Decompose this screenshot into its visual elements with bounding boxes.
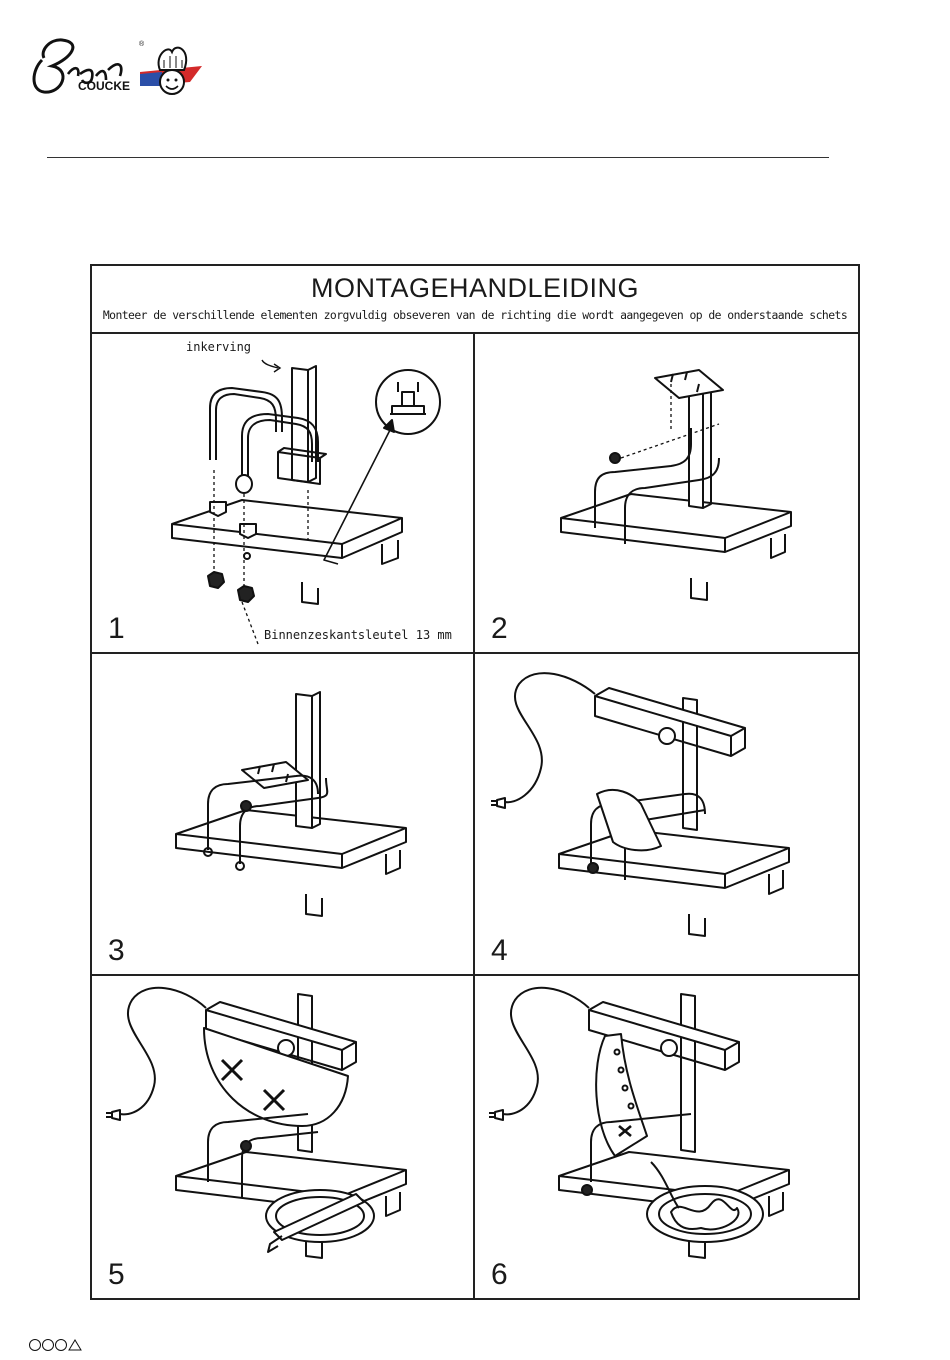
step-3-illustration xyxy=(92,654,475,976)
step-2-illustration xyxy=(475,332,858,654)
bron-coucke-logo: COUCKE ® xyxy=(22,30,222,110)
steps-grid: inkerving Binnenzeskantsleutel 13 mm 1 xyxy=(92,332,858,1298)
manual-title: MONTAGEHANDLEIDING xyxy=(92,266,858,303)
step-2-panel: 2 xyxy=(475,332,858,654)
step-5-illustration xyxy=(92,976,475,1298)
step-6-illustration xyxy=(475,976,858,1298)
assembly-manual: MONTAGEHANDLEIDING Monteer de verschille… xyxy=(90,264,860,1300)
step-2-number: 2 xyxy=(491,614,508,644)
step-4-number: 4 xyxy=(491,936,508,966)
svg-text:®: ® xyxy=(139,40,145,48)
step-1-number: 1 xyxy=(108,614,125,644)
certification-icons xyxy=(28,1338,88,1352)
step-5-number: 5 xyxy=(108,1260,125,1290)
step-3-panel: 3 xyxy=(92,654,475,976)
step-5-panel: 5 xyxy=(92,976,475,1298)
C-icon xyxy=(56,1340,67,1351)
step-6-number: 6 xyxy=(491,1260,508,1290)
step-3-number: 3 xyxy=(108,936,125,966)
step-1-panel: inkerving Binnenzeskantsleutel 13 mm 1 xyxy=(92,332,475,654)
step-4-panel: 4 xyxy=(475,654,858,976)
manual-header: MONTAGEHANDLEIDING Monteer de verschille… xyxy=(92,266,858,334)
svg-text:COUCKE: COUCKE xyxy=(78,79,130,93)
header-divider xyxy=(47,157,829,158)
step-4-illustration xyxy=(475,654,858,976)
certification-marks xyxy=(28,1338,88,1352)
step-1-illustration xyxy=(92,332,475,654)
warning-icon xyxy=(69,1340,81,1350)
notch-label: inkerving xyxy=(186,340,251,354)
hex-key-label: Binnenzeskantsleutel 13 mm xyxy=(264,628,452,642)
E-icon xyxy=(30,1340,41,1351)
step-6-panel: 6 xyxy=(475,976,858,1298)
person-icon xyxy=(43,1340,54,1351)
brand-logo: COUCKE ® xyxy=(22,30,222,110)
manual-subtitle: Monteer de verschillende elementen zorgv… xyxy=(92,308,858,322)
